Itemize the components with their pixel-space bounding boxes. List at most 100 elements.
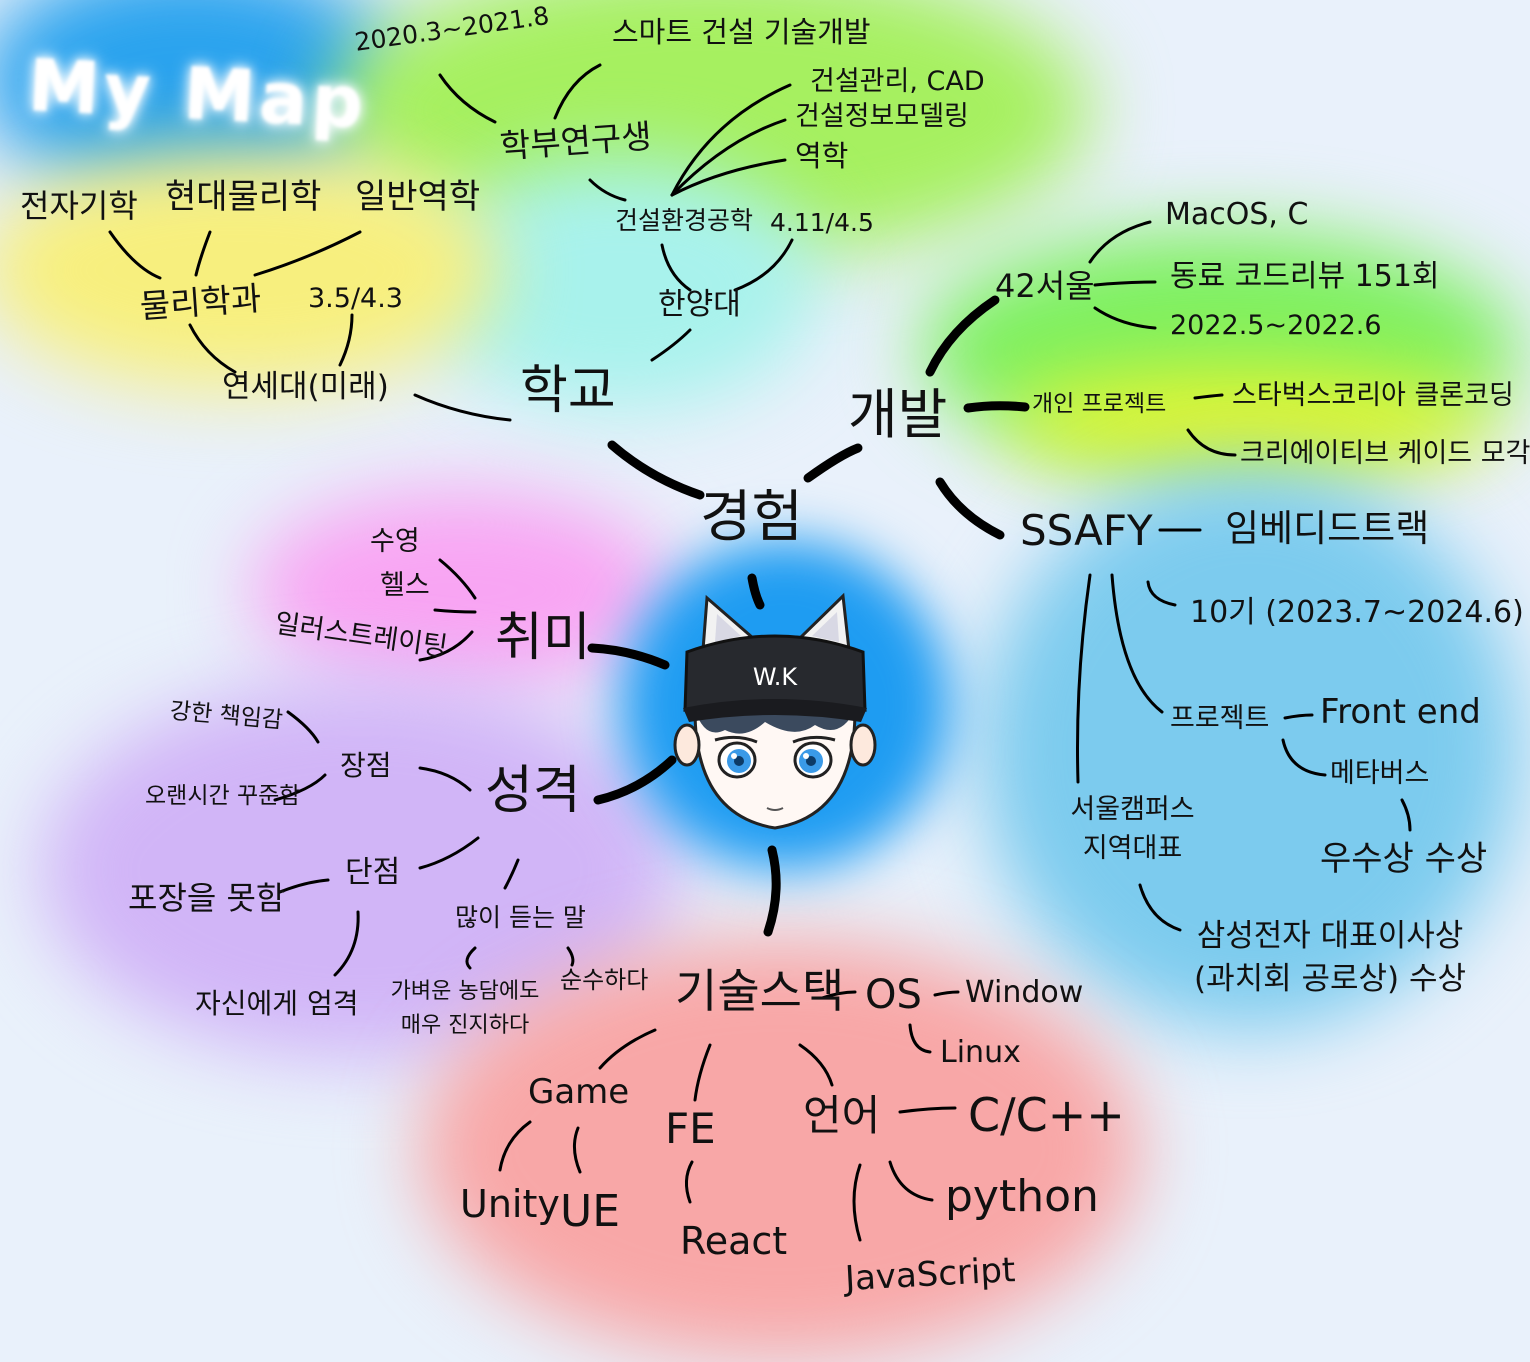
civil-course-bim: 건설정보모델링 <box>795 101 969 132</box>
line-fe-react <box>685 1160 694 1204</box>
dev-campus-rep: 서울캠퍼스 지역대표 <box>1070 794 1195 865</box>
line-tech-game <box>598 1028 657 1070</box>
line-school-yonsei <box>413 393 512 422</box>
line-physics-mech <box>253 230 362 277</box>
branch-center-school <box>607 440 705 500</box>
line-personal-creative <box>1186 428 1237 457</box>
line-lang-python <box>888 1160 934 1202</box>
line-personality-weakness <box>418 836 480 870</box>
tech-os: OS <box>865 972 922 1018</box>
strength-steadiness: 오랜시간 꾸준함 <box>145 783 301 809</box>
line-42-review <box>1093 280 1157 287</box>
dev-ssafy-gen: 10기 (2023.7~2024.6) <box>1190 595 1524 630</box>
line-hanyang-civil <box>660 243 692 292</box>
region-ssafy-blue <box>980 470 1520 1030</box>
branch-center-avatar <box>747 573 765 610</box>
school-hanyang-gpa: 4.11/4.5 <box>770 208 874 237</box>
eyes <box>714 735 836 779</box>
dev-42-review: 동료 코드리뷰 151회 <box>1170 259 1440 294</box>
heard-pure: 순수하다 <box>560 966 649 994</box>
map-title: My Map <box>26 43 370 145</box>
line-civil-research <box>588 178 627 202</box>
dev-42-macos: MacOS, C <box>1165 197 1309 232</box>
line-civil-bim <box>670 118 787 197</box>
line-42-period <box>1093 306 1157 330</box>
tech-game: Game <box>528 1072 630 1112</box>
node-dev: 개발 <box>848 383 948 446</box>
line-hobby-swim <box>438 558 477 600</box>
line-heard-pure <box>566 946 575 967</box>
line-project-fe <box>1283 713 1314 720</box>
weakness-wrapping: 포장을 못함 <box>128 879 286 917</box>
personality-weakness: 단점 <box>345 855 401 890</box>
node-personality: 성격 <box>485 761 581 821</box>
tech-lang-cpp: C/C++ <box>968 1088 1125 1142</box>
cap-visor <box>683 699 867 722</box>
line-42-macos <box>1088 220 1152 264</box>
line-strength-resp <box>286 710 320 744</box>
line-yonsei-physics <box>188 323 237 374</box>
line-personality-strength <box>418 766 472 792</box>
node-hobby: 취미 <box>495 608 591 668</box>
line-metaverse-award <box>1400 798 1412 832</box>
weakness-strict: 자신에게 엄격 <box>195 987 359 1020</box>
region-tech-red <box>420 940 1140 1360</box>
dev-project-frontend: Front end <box>1320 692 1481 732</box>
line-project-metaverse <box>1281 738 1327 777</box>
line-tech-os <box>820 990 857 1000</box>
line-ssafy-gen <box>1146 580 1177 607</box>
branch-avatar-hobby <box>587 643 670 670</box>
line-ssafy-project <box>1110 573 1164 714</box>
tech-os-linux: Linux <box>940 1035 1021 1070</box>
line-os-window <box>933 990 960 997</box>
school-physics: 물리학과 <box>138 278 263 326</box>
branch-dev-ssafy <box>935 477 1005 540</box>
line-research-period <box>438 73 497 124</box>
line-civil-mech <box>670 158 787 197</box>
branch-dev-personal <box>963 401 1030 413</box>
dev-ssafy: SSAFY <box>1020 506 1153 555</box>
dev-personal: 개인 프로젝트 <box>1032 391 1167 417</box>
school-yonsei: 연세대(미래) <box>222 369 389 405</box>
tech-lang-javascript: JavaScript <box>843 1250 1017 1299</box>
hobby-gym: 헬스 <box>380 570 430 601</box>
school-research-topic: 스마트 건설 기술개발 <box>612 15 871 49</box>
tech-game-unity: Unity <box>460 1182 560 1226</box>
line-personality-heard <box>503 858 520 890</box>
line-civil-cad <box>670 83 792 197</box>
branch-dev-42 <box>925 295 1000 377</box>
line-lang-c <box>898 1106 957 1114</box>
avatar: W.K <box>673 592 877 830</box>
node-tech: 기술스택 <box>675 964 845 1018</box>
cap-text: W.K <box>753 663 799 691</box>
line-strength-steady <box>273 773 327 802</box>
line-physics-modern <box>194 230 212 277</box>
region-hobby-pink <box>250 490 670 690</box>
dev-42-period: 2022.5~2022.6 <box>1170 310 1382 341</box>
line-game-ue <box>573 1126 582 1174</box>
line-heard-joke <box>465 946 477 970</box>
tech-fe: FE <box>665 1104 716 1153</box>
line-physics-em <box>108 230 162 280</box>
tech-fe-react: React <box>680 1219 788 1263</box>
branch-avatar-personality <box>593 755 677 805</box>
line-school-hanyang <box>650 328 692 362</box>
face <box>693 708 857 830</box>
personality-strength: 장점 <box>340 749 392 782</box>
line-tech-lang <box>798 1043 834 1087</box>
line-yonsei-gpa <box>338 313 354 367</box>
dev-award-ceo: 삼성전자 대표이사상 (과치회 공로상) 수상 <box>1193 918 1467 998</box>
school-civil: 건설환경공학 <box>615 206 754 235</box>
heard-serious: 가벼운 농담에도 매우 진지하다 <box>390 979 540 1039</box>
hobby-swim: 수영 <box>370 526 420 557</box>
line-weakness-strict <box>333 910 360 977</box>
line-hobby-gym <box>433 608 477 614</box>
dev-personal-starbucks: 스타벅스코리아 클론코딩 <box>1232 380 1514 411</box>
tech-os-window: Window <box>965 975 1084 1010</box>
dev-award-excellence: 우수상 수상 <box>1320 839 1488 879</box>
line-research-topic <box>553 63 602 120</box>
tech-game-ue: UE <box>560 1186 621 1237</box>
school-hanyang: 한양대 <box>658 287 741 322</box>
